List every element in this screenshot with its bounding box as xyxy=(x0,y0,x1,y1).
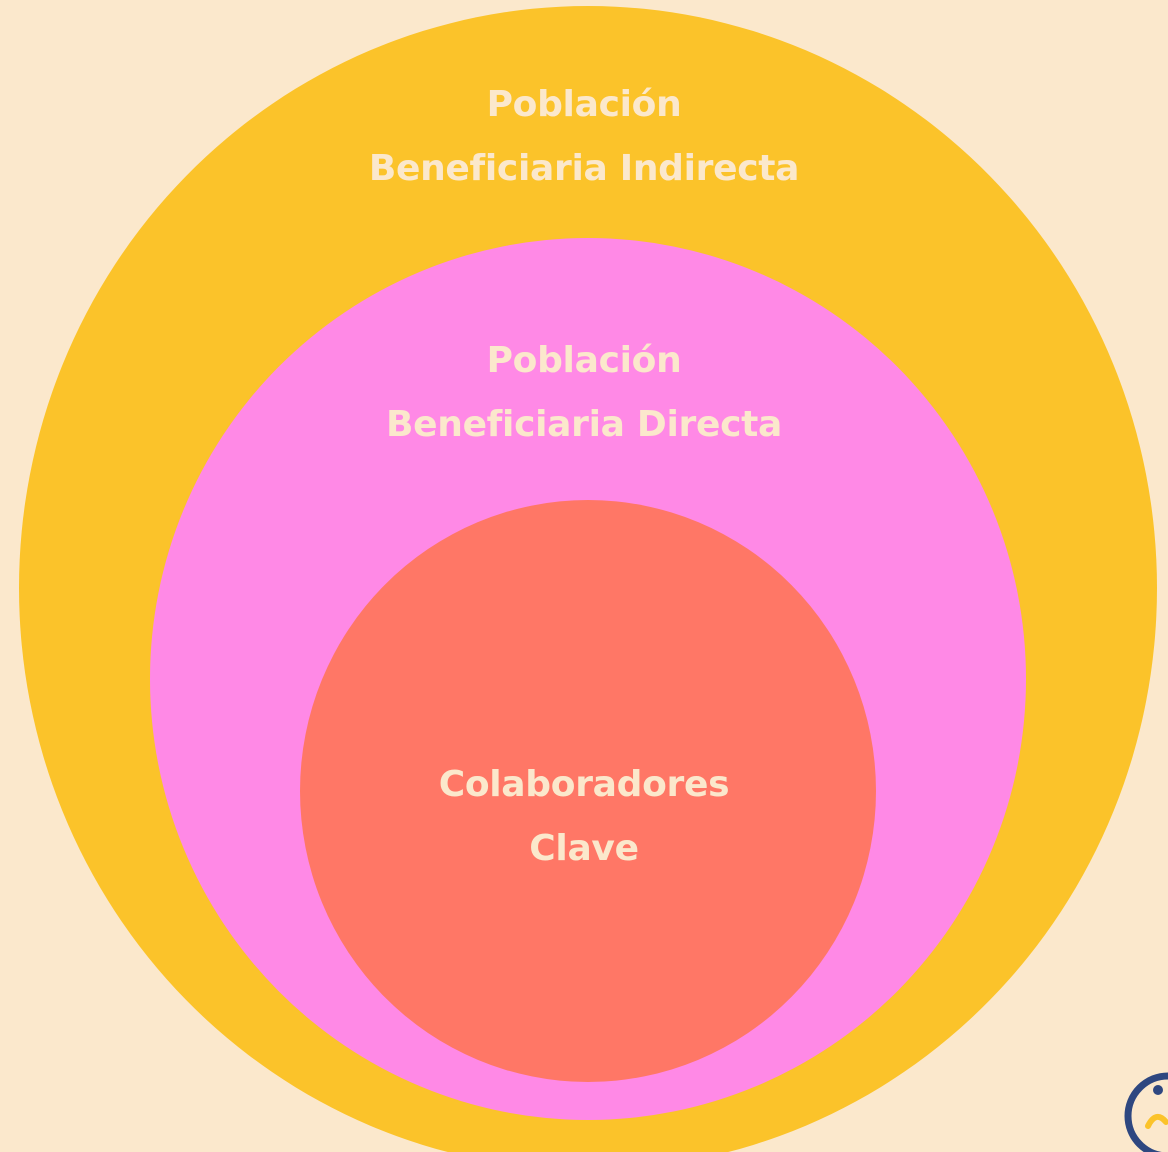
inner-label-line2: Clave xyxy=(529,828,639,869)
inner-circle-key-collaborators xyxy=(300,500,876,1082)
outer-label-line1: Población xyxy=(486,84,682,125)
outer-circle-label: Población Beneficiaria Indirecta xyxy=(0,73,1168,201)
middle-label-line2: Beneficiaria Directa xyxy=(385,404,783,445)
middle-circle-label: Población Beneficiaria Directa xyxy=(0,329,1168,457)
outer-label-line2: Beneficiaria Indirecta xyxy=(368,148,800,189)
inner-label-line1: Colaboradores xyxy=(438,764,730,805)
face-logo-icon xyxy=(1120,1060,1168,1152)
inner-circle-label: Colaboradores Clave xyxy=(0,753,1168,881)
middle-label-line1: Población xyxy=(486,340,682,381)
